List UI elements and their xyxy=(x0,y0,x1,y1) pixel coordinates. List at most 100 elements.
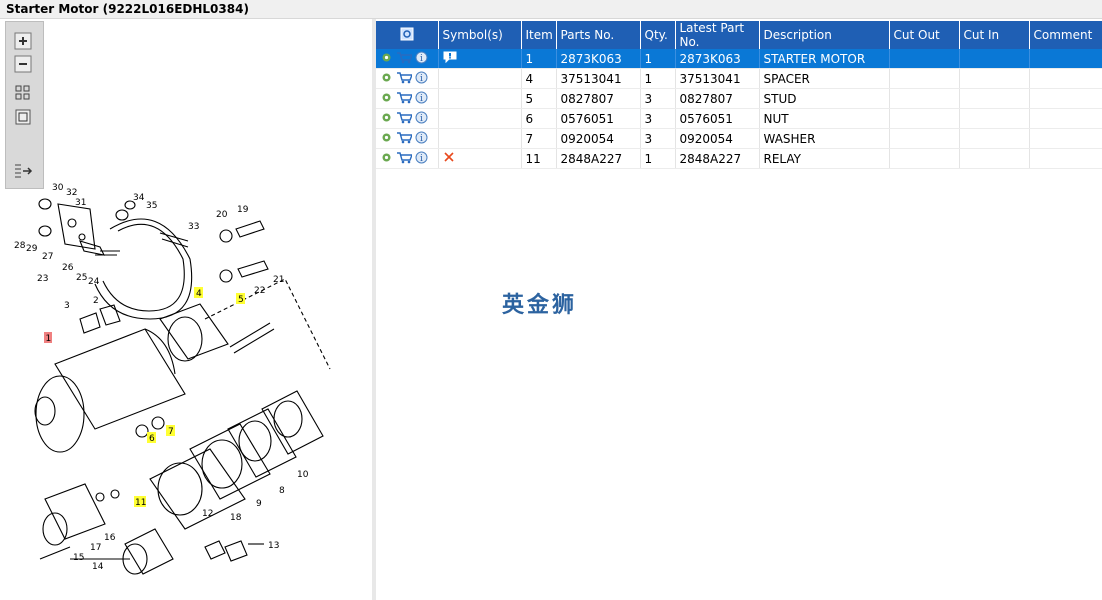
cell-cut-out xyxy=(889,68,960,89)
cell-qty: 3 xyxy=(640,108,676,129)
cart-icon[interactable] xyxy=(396,111,414,127)
list-toggle-icon[interactable] xyxy=(12,162,34,180)
cart-icon[interactable] xyxy=(396,131,414,147)
callout-17[interactable]: 17 xyxy=(90,543,101,553)
column-header-latest-part-no[interactable]: Latest Part No. xyxy=(675,21,760,49)
callout-31[interactable]: 31 xyxy=(75,198,86,208)
gear-icon[interactable] xyxy=(380,91,393,107)
column-header-comment[interactable]: Comment xyxy=(1029,21,1102,49)
cart-icon[interactable] xyxy=(396,51,414,67)
exploded-parts-diagram: 30 32 31 34 35 33 20 19 28 29 27 26 25 2… xyxy=(14,183,331,575)
svg-text:i: i xyxy=(420,134,423,144)
callout-8[interactable]: 8 xyxy=(279,486,285,496)
callout-23[interactable]: 23 xyxy=(37,274,48,284)
cell-comment xyxy=(1029,128,1102,149)
info-icon[interactable]: i xyxy=(415,51,428,67)
column-header-cut-out[interactable]: Cut Out xyxy=(889,21,960,49)
gear-icon[interactable] xyxy=(380,151,393,167)
cell-item: 7 xyxy=(521,128,557,149)
callout-35[interactable]: 35 xyxy=(146,201,157,211)
callout-2[interactable]: 2 xyxy=(93,296,99,306)
replaced-x-icon[interactable] xyxy=(443,152,455,166)
cell-description: SPACER xyxy=(759,68,890,89)
callout-15[interactable]: 15 xyxy=(73,553,84,563)
column-header-symbols[interactable]: Symbol(s) xyxy=(438,21,522,49)
column-settings-icon xyxy=(400,27,414,40)
svg-text:i: i xyxy=(420,94,423,104)
callout-33[interactable]: 33 xyxy=(188,222,199,232)
cell-description: STUD xyxy=(759,88,890,109)
callout-3[interactable]: 3 xyxy=(64,301,70,311)
zoom-in-icon[interactable] xyxy=(12,32,34,50)
row-actions: i xyxy=(376,88,439,109)
callout-26[interactable]: 26 xyxy=(62,263,74,273)
callout-13[interactable]: 13 xyxy=(268,541,279,551)
diagram-pane[interactable]: 30 32 31 34 35 33 20 19 28 29 27 26 25 2… xyxy=(0,19,376,600)
fit-all-icon[interactable] xyxy=(12,84,34,102)
row-actions: i xyxy=(376,148,439,169)
cell-cut-in xyxy=(959,128,1030,149)
cart-icon[interactable] xyxy=(396,151,414,167)
callout-25[interactable]: 25 xyxy=(76,273,87,283)
gear-icon[interactable] xyxy=(380,131,393,147)
cell-description: WASHER xyxy=(759,128,890,149)
info-icon[interactable]: i xyxy=(415,71,428,87)
column-header-tools[interactable] xyxy=(376,21,439,49)
callout-6[interactable]: 6 xyxy=(149,434,155,444)
callout-19[interactable]: 19 xyxy=(237,205,249,215)
callout-30[interactable]: 30 xyxy=(52,183,64,193)
callout-27[interactable]: 27 xyxy=(42,252,53,262)
callout-5[interactable]: 5 xyxy=(238,295,244,305)
callout-1[interactable]: 1 xyxy=(46,334,52,344)
cell-parts-no: 2848A227 xyxy=(556,148,641,169)
callout-21[interactable]: 21 xyxy=(273,275,284,285)
callout-34[interactable]: 34 xyxy=(133,193,145,203)
cart-icon[interactable] xyxy=(396,91,414,107)
cell-comment xyxy=(1029,108,1102,129)
gear-icon[interactable] xyxy=(380,71,393,87)
cell-latest-part-no: 0827807 xyxy=(675,88,760,109)
gear-icon[interactable] xyxy=(380,51,393,67)
zoom-out-icon[interactable] xyxy=(12,55,34,73)
note-icon[interactable] xyxy=(443,51,457,66)
callout-12[interactable]: 12 xyxy=(202,509,213,519)
cell-cut-out xyxy=(889,49,960,69)
info-icon[interactable]: i xyxy=(415,91,428,107)
info-icon[interactable]: i xyxy=(415,111,428,127)
svg-text:i: i xyxy=(420,54,423,64)
cell-description: RELAY xyxy=(759,148,890,169)
callout-20[interactable]: 20 xyxy=(216,210,228,220)
column-header-description[interactable]: Description xyxy=(759,21,890,49)
column-header-item[interactable]: Item xyxy=(521,21,557,49)
info-icon[interactable]: i xyxy=(415,151,428,167)
callout-11[interactable]: 11 xyxy=(135,498,146,508)
callout-16[interactable]: 16 xyxy=(104,533,116,543)
cart-icon[interactable] xyxy=(396,71,414,87)
callout-14[interactable]: 14 xyxy=(92,562,104,572)
actual-size-icon[interactable] xyxy=(12,108,34,126)
callout-10[interactable]: 10 xyxy=(297,470,309,480)
gear-icon[interactable] xyxy=(380,111,393,127)
column-header-parts-no[interactable]: Parts No. xyxy=(556,21,641,49)
cell-latest-part-no: 37513041 xyxy=(675,68,760,89)
row-actions: i xyxy=(376,108,439,129)
callout-18[interactable]: 18 xyxy=(230,513,242,523)
callout-24[interactable]: 24 xyxy=(88,277,100,287)
callout-22[interactable]: 22 xyxy=(254,286,265,296)
column-header-cut-in[interactable]: Cut In xyxy=(959,21,1030,49)
info-icon[interactable]: i xyxy=(415,131,428,147)
callout-32[interactable]: 32 xyxy=(66,188,77,198)
callout-28[interactable]: 28 xyxy=(14,241,26,251)
callout-29[interactable]: 29 xyxy=(26,244,38,254)
cell-latest-part-no: 0920054 xyxy=(675,128,760,149)
callout-7[interactable]: 7 xyxy=(168,427,174,437)
column-header-qty[interactable]: Qty. xyxy=(640,21,676,49)
callout-9[interactable]: 9 xyxy=(256,499,262,509)
callout-4[interactable]: 4 xyxy=(196,289,202,299)
